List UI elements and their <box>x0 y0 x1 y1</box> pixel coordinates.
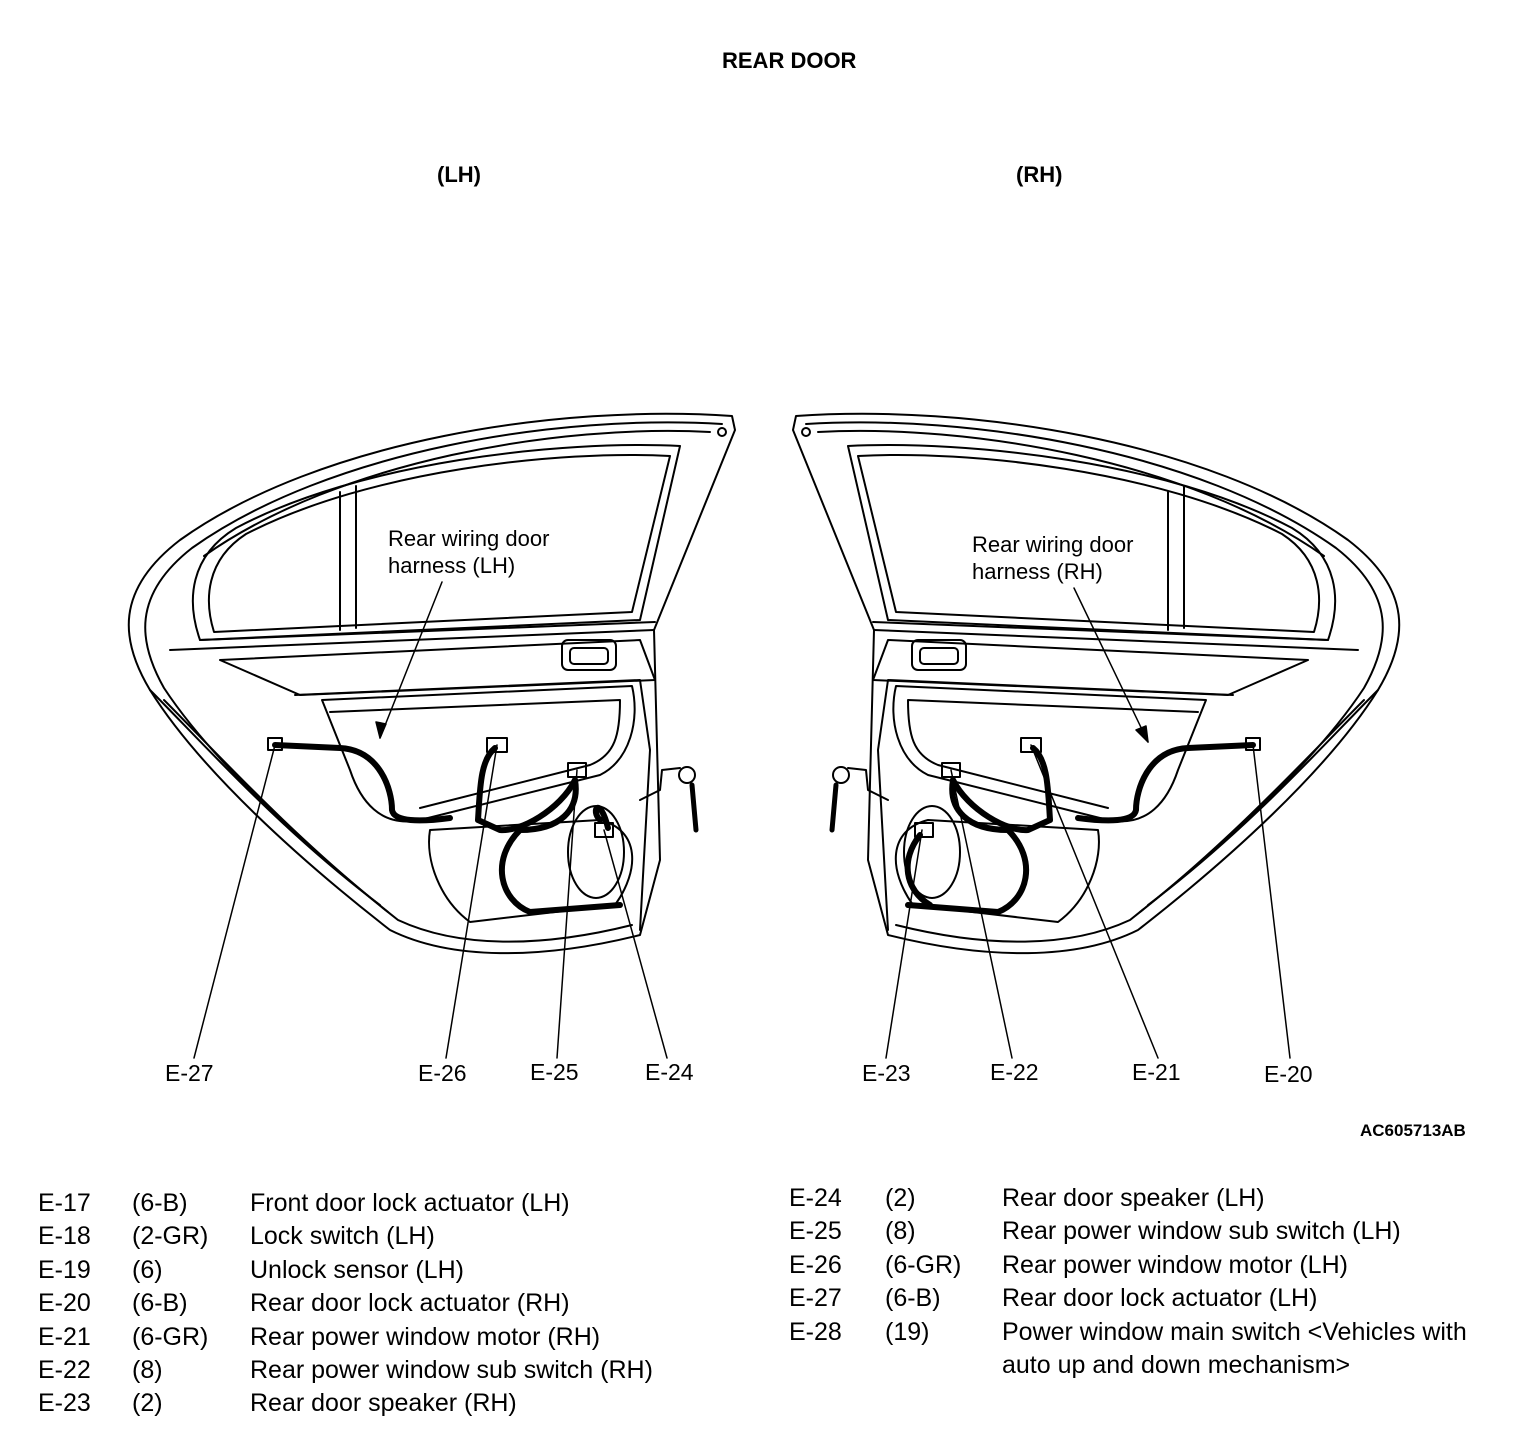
legend-connector: (8) <box>885 1217 916 1246</box>
legend-connector: (6-GR) <box>132 1322 209 1351</box>
legend-connector: (6-B) <box>132 1189 188 1217</box>
page-title: REAR DOOR <box>722 48 857 73</box>
callout-e21: E-21 <box>1132 1059 1181 1085</box>
legend-code: E-21 <box>38 1322 91 1351</box>
legend-connector: (2) <box>885 1184 916 1212</box>
legend-connector: (6-B) <box>885 1284 941 1313</box>
legend-connector: (6-GR) <box>885 1250 962 1279</box>
legend-code: E-18 <box>38 1222 91 1251</box>
legend-code: E-27 <box>789 1284 842 1313</box>
legend-row: E-23 (2) Rear door speaker (RH) <box>38 1387 738 1420</box>
legend-description: Rear door speaker (RH) <box>250 1389 517 1418</box>
leader-e25 <box>556 769 578 1059</box>
leader-e24 <box>603 829 668 1059</box>
legend-row: E-20 (6-B) Rear door lock actuator (RH) <box>38 1287 738 1320</box>
legend-connector: (2-GR) <box>132 1222 209 1251</box>
legend-connector: (8) <box>132 1355 163 1384</box>
legend-row: E-24 (2) Rear door speaker (LH) <box>789 1182 1489 1215</box>
legend-code: E-19 <box>38 1255 91 1284</box>
legend-row: E-25 (8) Rear power window sub switch (LH) <box>789 1215 1489 1248</box>
legend-description: Rear power window sub switch (LH) <box>1002 1217 1401 1246</box>
figure-reference: AC605713AB <box>1360 1121 1466 1140</box>
legend-description: Lock switch (LH) <box>250 1222 435 1251</box>
lh-leader-lines <box>193 581 668 1059</box>
legend-row: E-21 (6-GR) Rear power window motor (RH) <box>38 1321 738 1354</box>
callout-e27: E-27 <box>165 1060 214 1086</box>
legend-row: E-18 (2-GR) Lock switch (LH) <box>38 1220 738 1253</box>
legend-code: E-26 <box>789 1250 842 1279</box>
leader-e26 <box>445 744 498 1059</box>
legend-row: E-22 (8) Rear power window sub switch (RH) <box>38 1354 738 1387</box>
legend-row: E-26 (6-GR) Rear power window motor (LH) <box>789 1249 1489 1282</box>
legend-row: E-28 (19) Power window main switch <Vehicl… <box>789 1316 1489 1379</box>
arrow-harness-rh <box>1135 725 1149 743</box>
rh-door-drawing <box>792 412 1401 955</box>
legend-connector: (6) <box>132 1255 163 1284</box>
leader-e22 <box>950 769 1013 1059</box>
lh-harness-label: Rear wiring door harness (LH) <box>388 526 550 578</box>
leader-harness-lh <box>379 581 443 739</box>
callout-e25: E-25 <box>530 1059 579 1085</box>
legend-description: Front door lock actuator (LH) <box>250 1189 570 1217</box>
legend-connector: (2) <box>132 1389 163 1418</box>
rh-leader-lines <box>885 587 1291 1059</box>
legend-description: Rear power window motor (LH) <box>1002 1250 1348 1279</box>
arrow-harness-lh <box>375 721 387 739</box>
leader-e23 <box>885 829 923 1059</box>
rh-harness-label: Rear wiring door harness (RH) <box>972 532 1134 584</box>
legend-connector: (6-B) <box>132 1289 188 1318</box>
legend-row: E-27 (6-B) Rear door lock actuator (LH) <box>789 1282 1489 1315</box>
legend-right: E-24 (2) Rear door speaker (LH) E-25 (8) Rear… <box>789 1182 1489 1379</box>
legend-row: E-19 (6) Unlock sensor (LH) <box>38 1254 738 1287</box>
legend-description: Rear door lock actuator (LH) <box>1002 1284 1318 1313</box>
legend-row: E-17 (6-B) Front door lock actuator (LH) <box>38 1187 738 1220</box>
legend-description: Rear door speaker (LH) <box>1002 1184 1265 1212</box>
legend-code: E-24 <box>789 1184 842 1212</box>
callout-e20: E-20 <box>1264 1061 1313 1087</box>
leader-harness-rh <box>1073 587 1149 743</box>
legend-code: E-17 <box>38 1189 91 1217</box>
callout-e23: E-23 <box>862 1060 911 1086</box>
legend-left: E-17(6-B)Front door lock actuator (LH)E-… <box>38 1187 738 1421</box>
leader-e20 <box>1252 744 1291 1059</box>
leader-e27 <box>193 744 276 1059</box>
legend-code: E-28 <box>789 1317 842 1346</box>
legend-description: Rear power window motor (RH) <box>250 1322 601 1351</box>
legend-code: E-22 <box>38 1355 91 1384</box>
legend-connector: (19) <box>885 1317 930 1346</box>
legend-code: E-25 <box>789 1217 842 1246</box>
legend-code: E-20 <box>38 1289 91 1318</box>
legend-description: Rear power window sub switch (RH) <box>250 1355 653 1384</box>
callout-e26: E-26 <box>418 1060 467 1086</box>
legend-description: Unlock sensor (LH) <box>250 1255 464 1284</box>
lh-door-drawing <box>127 412 736 955</box>
legend-code: E-23 <box>38 1389 91 1418</box>
callout-e24: E-24 <box>645 1059 694 1085</box>
rh-side-label: (RH) <box>1016 162 1063 187</box>
callout-e22: E-22 <box>990 1059 1039 1085</box>
leader-e21 <box>1030 744 1159 1059</box>
legend-description: Power window main switch <Vehicles with … <box>1002 1317 1467 1379</box>
legend-description: Rear door lock actuator (RH) <box>250 1289 570 1318</box>
lh-side-label: (LH) <box>437 162 481 187</box>
